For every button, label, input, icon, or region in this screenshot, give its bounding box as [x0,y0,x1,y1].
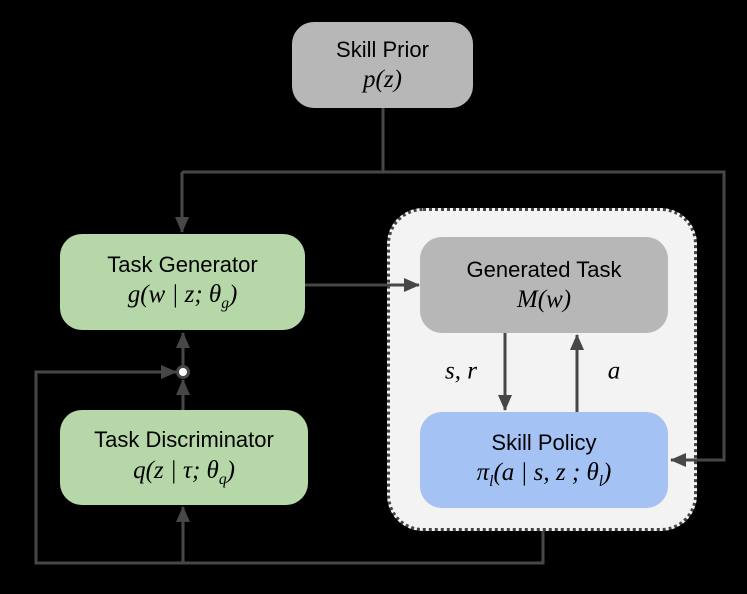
skill-policy-title: Skill Policy [491,429,597,455]
generated-task-title: Generated Task [466,256,622,282]
action-label: a [607,357,621,385]
skill-policy-formula: πl(a | s, z ; θl) [476,459,612,491]
junction-dot [176,365,190,379]
task-discriminator-node: Task Discriminator q(z | τ; θq) [60,410,308,505]
state-reward-label: s, r [445,357,477,385]
generated-task-formula: M(w) [516,285,572,313]
task-discriminator-title: Task Discriminator [94,427,274,453]
skill-policy-node: Skill Policy πl(a | s, z ; θl) [420,412,668,508]
task-generator-node: Task Generator g(w | z; θg) [60,234,305,330]
skill-prior-formula: p(z) [363,65,402,93]
task-discriminator-formula: q(z | τ; θq) [133,456,235,488]
skill-prior-title: Skill Prior [336,36,429,62]
task-generator-formula: g(w | z; θg) [127,281,238,313]
skill-prior-node: Skill Prior p(z) [292,22,473,108]
generated-task-node: Generated Task M(w) [420,237,668,333]
task-generator-title: Task Generator [107,251,258,277]
